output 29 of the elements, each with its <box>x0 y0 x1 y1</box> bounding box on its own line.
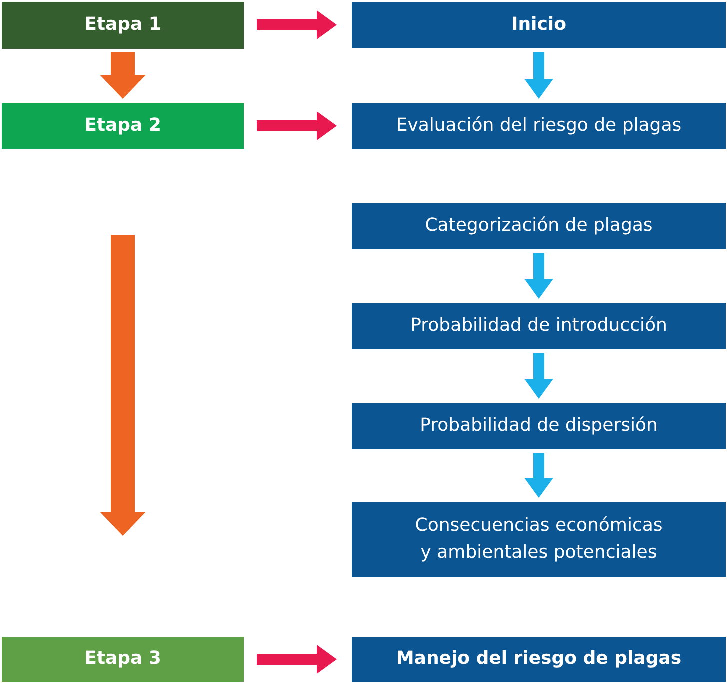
process-box <box>352 637 726 682</box>
box-label: Probabilidad de introducción <box>410 314 668 338</box>
arrow <box>257 10 337 40</box>
process-box <box>352 2 726 48</box>
box-label: Inicio <box>512 12 566 37</box>
box-label: Evaluación del riesgo de plagas <box>396 114 682 138</box>
process-box <box>352 203 726 249</box>
arrow <box>524 353 554 399</box>
process-box <box>352 103 726 149</box>
process-box <box>352 303 726 349</box>
box-label: Categorización de plagas <box>425 214 653 238</box>
arrow <box>524 453 554 498</box>
arrow <box>524 52 554 99</box>
box-label: Consecuencias económicas y ambientales potenciales <box>414 514 664 564</box>
arrow <box>100 52 146 99</box>
box-label: Manejo del riesgo de plagas <box>396 647 682 672</box>
box-label: Probabilidad de dispersión <box>420 414 658 438</box>
box-label: Etapa 2 <box>84 114 162 138</box>
stage-box <box>2 103 244 149</box>
process-box <box>352 502 726 577</box>
box-label: Etapa 3 <box>84 647 162 672</box>
arrow <box>524 253 554 299</box>
arrow <box>257 112 337 140</box>
arrow <box>100 235 146 536</box>
stage-box <box>2 637 244 682</box>
stage-box <box>2 2 244 49</box>
arrow <box>257 645 337 674</box>
box-label: Etapa 1 <box>84 13 162 38</box>
process-box <box>352 403 726 449</box>
